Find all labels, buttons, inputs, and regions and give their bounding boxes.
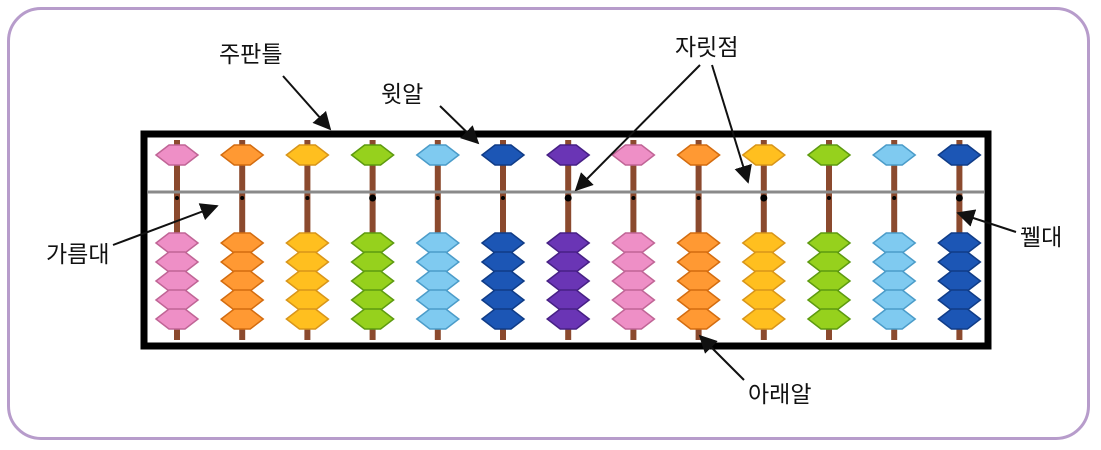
upper-bead <box>611 144 656 166</box>
beam-arrow <box>112 203 219 246</box>
rod-arrow <box>956 209 1017 233</box>
upper-bead <box>545 144 591 166</box>
rod-pin <box>827 196 831 200</box>
frame-arrow <box>282 75 332 131</box>
upper-bead <box>871 144 917 166</box>
upper-bead <box>937 144 982 166</box>
abacus-rod <box>937 140 982 340</box>
abacus-rod <box>545 140 591 340</box>
upper-bead <box>219 144 265 166</box>
abacus-rod <box>219 140 265 340</box>
upper-bead <box>285 144 330 166</box>
rod-pin <box>892 196 897 200</box>
unit-point-dot <box>564 194 572 202</box>
rod-pin <box>501 196 505 200</box>
rod-pin <box>305 196 310 200</box>
unit-points-layer <box>175 194 963 202</box>
upper-bead-label: 윗알 <box>381 82 423 108</box>
upper-bead <box>154 144 200 166</box>
lower-bead <box>285 308 330 330</box>
upper-bead <box>480 144 526 166</box>
unit-point-arrow-2 <box>711 64 752 184</box>
lower-bead <box>219 308 265 330</box>
abacus-rod <box>741 140 787 340</box>
lower-bead <box>350 308 395 330</box>
lower-bead <box>871 308 917 330</box>
rods-layer <box>154 140 982 340</box>
rod-pin <box>631 196 636 200</box>
abacus-rod <box>611 140 656 340</box>
upper-bead <box>676 144 721 166</box>
abacus-rod <box>480 140 526 340</box>
upper-bead <box>806 144 852 166</box>
lower-bead-label: 아래알 <box>748 382 811 408</box>
upper-bead-arrow <box>439 105 480 145</box>
upper-bead <box>415 144 461 166</box>
rod-pin <box>240 196 245 200</box>
abacus-rod <box>350 140 395 340</box>
abacus-rod <box>871 140 917 340</box>
abacus-rod <box>676 140 721 340</box>
lower-bead <box>806 308 852 330</box>
lower-bead <box>676 308 721 330</box>
lower-bead <box>480 308 526 330</box>
unit-point-dot <box>955 194 963 202</box>
abacus-rod <box>806 140 852 340</box>
lower-bead <box>415 308 461 330</box>
lower-bead <box>545 308 591 330</box>
beam-label: 가름대 <box>46 242 109 268</box>
rod-pin <box>696 196 701 200</box>
unit-point-dot <box>369 194 377 202</box>
rod-label: 꿸대 <box>1020 225 1062 251</box>
abacus-rod <box>154 140 200 340</box>
unit-point-arrow-1 <box>574 64 701 192</box>
lower-bead-arrow <box>698 334 745 381</box>
rod-pin <box>175 196 179 200</box>
upper-bead <box>350 144 395 166</box>
lower-bead <box>741 308 787 330</box>
lower-bead <box>611 308 656 330</box>
frame-label: 주판틀 <box>219 42 282 68</box>
unit-point-label: 자릿점 <box>675 35 738 61</box>
upper-bead <box>741 144 787 166</box>
abacus-rod <box>285 140 330 340</box>
rod-pin <box>435 196 440 200</box>
lower-bead <box>937 308 982 330</box>
lower-bead <box>154 308 200 330</box>
unit-point-dot <box>760 194 768 202</box>
abacus-rod <box>415 140 461 340</box>
